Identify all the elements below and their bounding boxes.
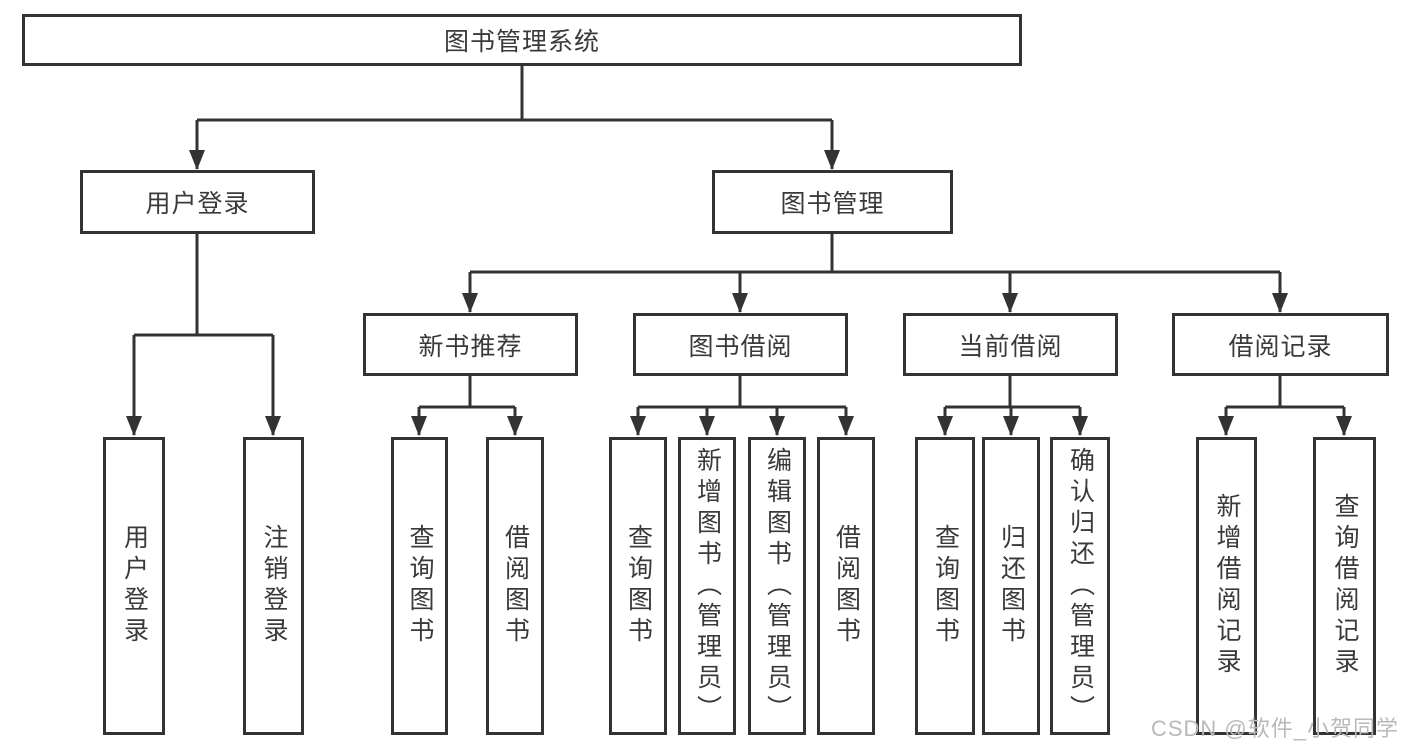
leaf-logout-label: 注销登录 — [260, 524, 288, 648]
leaf-query-borrow-record-label: 查询借阅记录 — [1331, 493, 1359, 679]
node-borrow-records-label: 借阅记录 — [1228, 332, 1333, 361]
node-book-borrow-label: 图书借阅 — [688, 332, 793, 361]
node-root-system: 图书管理系统 — [22, 14, 1022, 66]
leaf-confirm-return-admin-label: 确认归还（管理员） — [1066, 446, 1095, 726]
leaf-query-books-recommend: 查询图书 — [391, 437, 448, 735]
leaf-borrow-books-label: 借阅图书 — [832, 524, 861, 648]
leaf-borrow-books-recommend: 借阅图书 — [486, 437, 544, 735]
leaf-query-books-borrow-label: 查询图书 — [624, 524, 653, 648]
csdn-watermark: CSDN @软件_小贺同学 — [1150, 716, 1399, 741]
connector-arrows — [126, 120, 1352, 436]
leaf-return-books: 归还图书 — [982, 437, 1040, 735]
node-book-borrow: 图书借阅 — [633, 313, 848, 376]
node-new-book-recommend-label: 新书推荐 — [418, 332, 523, 361]
leaf-user-login-label: 用户登录 — [120, 524, 149, 648]
wire-segments — [134, 66, 1344, 409]
leaf-add-borrow-record: 新增借阅记录 — [1196, 437, 1257, 735]
leaf-add-books-admin: 新增图书（管理员） — [678, 437, 736, 735]
leaf-logout: 注销登录 — [243, 437, 304, 735]
leaf-confirm-return-admin: 确认归还（管理员） — [1050, 437, 1110, 735]
leaf-add-books-admin-label: 新增图书（管理员） — [693, 446, 722, 726]
node-book-management-label: 图书管理 — [780, 190, 885, 218]
leaf-query-books-recommend-label: 查询图书 — [406, 524, 434, 648]
node-book-management-branch: 图书管理 — [712, 170, 953, 234]
node-user-login-label: 用户登录 — [145, 190, 250, 218]
leaf-return-books-label: 归还图书 — [997, 524, 1026, 648]
leaf-query-books-current-label: 查询图书 — [931, 524, 960, 648]
node-borrow-records: 借阅记录 — [1172, 313, 1389, 376]
leaf-query-books-current: 查询图书 — [915, 437, 975, 735]
leaf-query-books-borrow: 查询图书 — [609, 437, 667, 735]
leaf-borrow-books-recommend-label: 借阅图书 — [501, 524, 530, 648]
node-user-login-branch: 用户登录 — [80, 170, 315, 234]
leaf-edit-books-admin-label: 编辑图书（管理员） — [763, 446, 792, 726]
leaf-add-borrow-record-label: 新增借阅记录 — [1213, 493, 1241, 679]
node-root-label: 图书管理系统 — [443, 28, 600, 56]
leaf-query-borrow-record: 查询借阅记录 — [1313, 437, 1376, 735]
node-current-borrow-label: 当前借阅 — [958, 332, 1063, 361]
node-current-borrow: 当前借阅 — [903, 313, 1118, 376]
node-new-book-recommend: 新书推荐 — [363, 313, 578, 376]
leaf-user-login: 用户登录 — [103, 437, 165, 735]
leaf-borrow-books: 借阅图书 — [817, 437, 875, 735]
leaf-edit-books-admin: 编辑图书（管理员） — [748, 437, 806, 735]
